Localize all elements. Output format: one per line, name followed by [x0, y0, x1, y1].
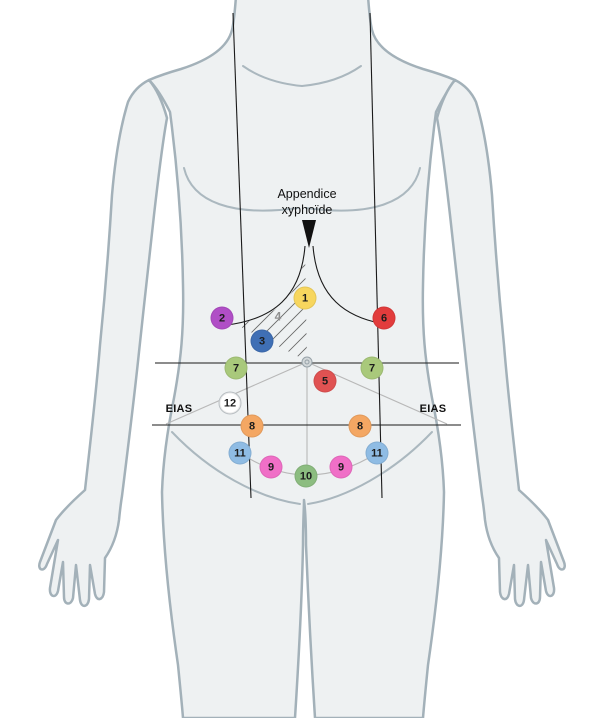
eias-label-left: EIAS	[165, 403, 193, 415]
xiphoid-marker-icon	[302, 220, 316, 248]
xiphoid-label-line2: xyphoïde	[281, 203, 333, 218]
pectoral-line-right	[305, 167, 421, 212]
inguinal-line-right	[307, 431, 433, 505]
clavicle-line-left	[242, 65, 303, 87]
inguinal-line-left	[171, 431, 301, 505]
xiphoid-label-line1: Appendice	[277, 187, 337, 201]
left-arm-outline	[38, 78, 169, 608]
midclavicular-line-right	[369, 12, 383, 499]
costal-margin-left	[226, 245, 306, 326]
eias-label-right: EIAS	[419, 403, 447, 415]
umbilicus-icon	[301, 356, 313, 368]
torso-legs-outline	[147, 0, 457, 718]
pectoral-line-left	[183, 167, 299, 212]
right-arm-outline	[435, 78, 566, 608]
xiphoid-appendix-label: Appendice xyphoïde	[277, 186, 336, 219]
clavicle-line-right	[301, 65, 362, 87]
